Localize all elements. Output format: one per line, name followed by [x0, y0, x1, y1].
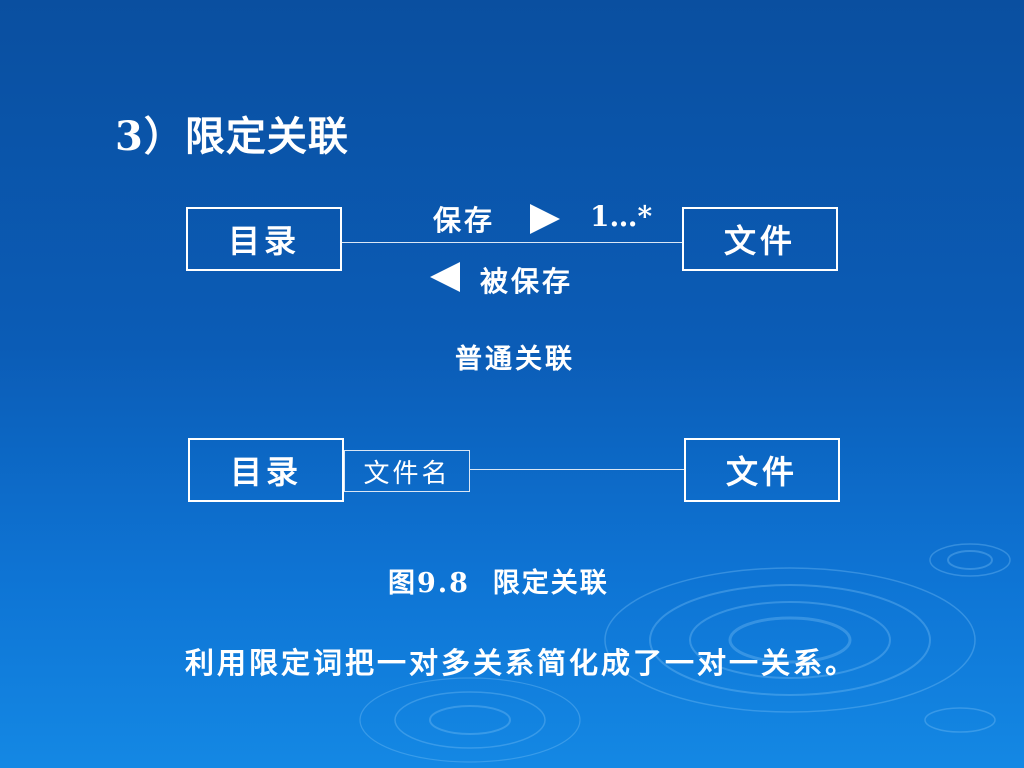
class-name: 文件: [725, 453, 798, 491]
qualifier-box: 文件名: [344, 450, 470, 492]
qualifier-label: 文件名: [363, 458, 451, 489]
file-class-box: 文件: [684, 438, 840, 502]
class-name: 目录: [227, 222, 300, 260]
association-line: [342, 242, 682, 243]
backward-role-label: 被保存: [480, 265, 574, 298]
summary-text: 利用限定词把一对多关系简化成了一对一关系。: [185, 646, 858, 680]
normal-association-caption: 普通关联: [455, 344, 575, 375]
file-class-box: 文件: [682, 207, 838, 271]
directory-class-box: 目录: [188, 438, 344, 502]
class-name: 文件: [723, 222, 796, 260]
association-line: [470, 469, 684, 470]
slide-title: 3）限定关联: [115, 113, 349, 160]
directory-class-box: 目录: [186, 207, 342, 271]
triangle-left-icon: [430, 262, 460, 292]
triangle-right-icon: [530, 204, 560, 234]
figure-caption: 图9.8 限定关联: [388, 568, 609, 599]
multiplicity-label: 1…*: [590, 200, 653, 233]
forward-role-label: 保存: [433, 204, 496, 237]
class-name: 目录: [229, 453, 302, 491]
